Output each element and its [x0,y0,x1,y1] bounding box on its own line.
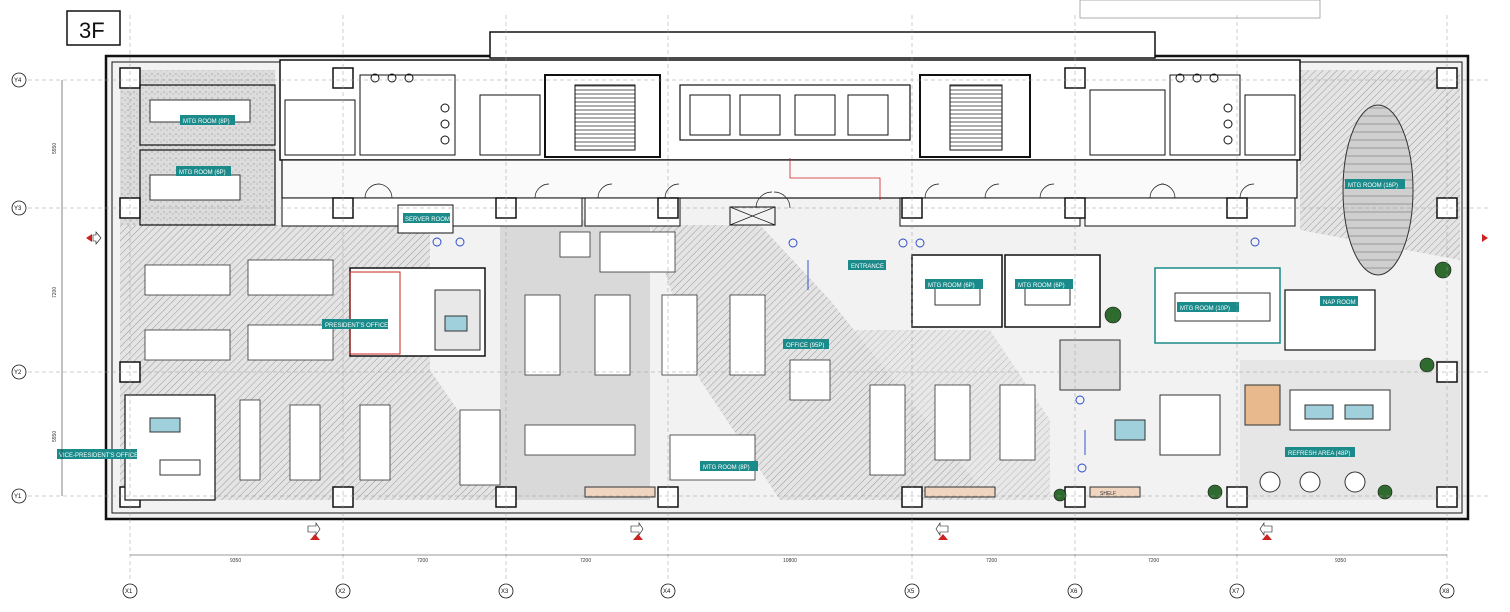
left-meeting-rooms [124,84,486,501]
rspan-2: 7200 [52,287,58,298]
floor-label-text: 3F [79,18,105,43]
span-6: 7200 [1148,558,1159,564]
row-markers: Y4 Y3 Y2 Y1 [11,72,27,504]
blue-symbols [432,237,1260,473]
plant-icons [1053,261,1452,502]
rspan-3: 5550 [52,431,58,442]
label-presidents-office: PRESIDENT'S OFFICE [325,323,388,329]
col-x3: X3 [501,589,509,595]
span-3: 7200 [580,558,591,564]
col-x1: X1 [125,589,133,595]
label-mtg-6p: MTG ROOM (6P) [179,170,226,176]
rspan-1: 5550 [52,143,58,154]
shelf-label: SHELF [1100,491,1116,497]
legend-box [1079,0,1321,19]
shelf: SHELF [584,486,1141,498]
col-x6: X6 [1070,589,1078,595]
dimension-line-bottom: 9350 7200 7200 10800 7200 7200 9350 [130,554,1447,564]
span-2: 7200 [417,558,428,564]
span-1: 9350 [230,558,241,564]
floor-label: 3F [66,10,121,46]
dimension-line-left: 5550 7200 5550 [52,80,63,496]
row-y1: Y1 [14,494,22,500]
label-server-room: SERVER ROOM [405,217,450,223]
label-entrance: ENTRANCE [851,264,884,270]
entry-arrow-icons [86,231,1488,540]
grid-lines [28,15,1490,580]
span-5: 7200 [986,558,997,564]
label-nap-room: NAP ROOM [1323,300,1356,306]
col-x5: X5 [907,589,915,595]
room-labels: MTG ROOM (8P) MTG ROOM (6P) SERVER ROOM … [57,115,1405,471]
label-mtg-6p-a: MTG ROOM (6P) [928,283,975,289]
label-mtg-16p: MTG ROOM (16P) [1348,183,1398,189]
row-y3: Y3 [14,206,22,212]
label-mtg-10p: MTG ROOM (10P) [1180,306,1230,312]
label-mtg-8p-bottom: MTG ROOM (8P) [703,465,750,471]
label-mtg-6p-b: MTG ROOM (6P) [1018,283,1065,289]
label-refresh-area: REFRESH AREA (48P) [1288,451,1350,457]
label-mtg-top: MTG ROOM (8P) [183,119,230,125]
desk-clusters [144,231,1036,486]
core-block [279,59,1301,161]
col-x4: X4 [663,589,671,595]
span-7: 9350 [1335,558,1346,564]
col-x7: X7 [1232,589,1240,595]
row-y2: Y2 [14,370,22,376]
row-y4: Y4 [14,78,22,84]
span-4: 10800 [783,558,797,564]
col-x2: X2 [338,589,346,595]
label-vice-presidents-office: VICE-PRESIDENT'S OFFICE [59,453,138,459]
label-office: OFFICE (95P) [786,343,824,349]
column-markers: X1 X2 X3 X4 X5 X6 X7 X8 [122,583,1455,599]
col-x8: X8 [1442,589,1450,595]
